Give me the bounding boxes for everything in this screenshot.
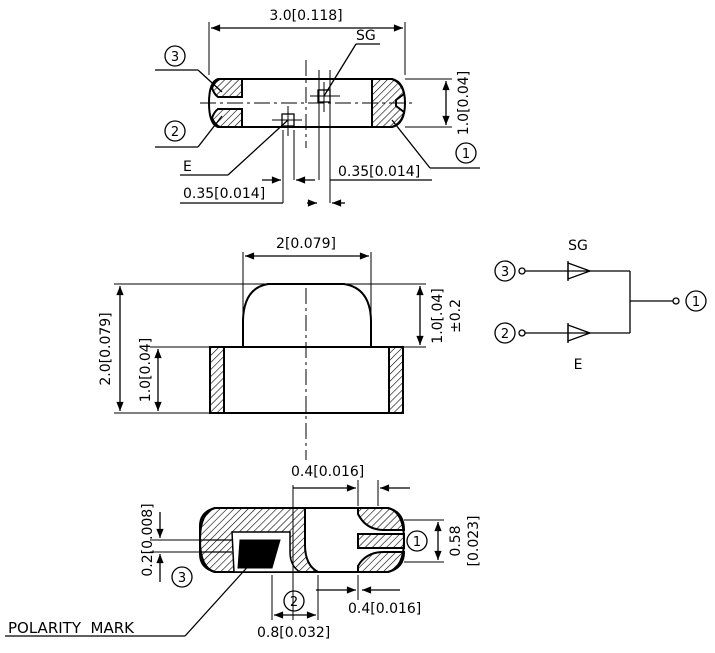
bottom-pad-right-top: [357, 507, 406, 531]
side-body-hatch-left: [209, 346, 225, 414]
bottom-pad-height-label: 0.2[0.008]: [140, 503, 156, 576]
side-lens-height-label: 1.0[.04]: [430, 288, 446, 343]
circuit-pin2-terminal: [518, 329, 526, 337]
bottom-right-height-label: 0.58: [448, 525, 464, 556]
bottom-pin1-label: 1: [413, 535, 421, 550]
side-body-height-label: 1.0[0.04]: [138, 338, 154, 402]
top-pad-upper-left: [210, 78, 243, 98]
circuit-sg-label: SG: [568, 238, 588, 254]
bottom-gap-label: 0.4[0.016]: [291, 464, 364, 480]
polarity-mark: [237, 539, 281, 569]
top-pin3-leader: [197, 69, 223, 93]
side-total-height-label: 2.0[0.079]: [98, 312, 114, 385]
circuit-pin1-circle: [685, 290, 707, 312]
bottom-right-gap-label: 0.4[0.016]: [348, 601, 421, 617]
polarity-leader: [184, 561, 253, 637]
top-pin3-label: 3: [171, 50, 179, 65]
top-pad-lower-left: [210, 108, 243, 128]
top-pad-right: [371, 78, 406, 128]
side-lens-width-label: 2[0.079]: [276, 236, 336, 252]
top-pin2-leader: [197, 115, 223, 148]
side-body-hatch-right: [388, 346, 404, 414]
bottom-width-label: 0.8[0.032]: [257, 625, 330, 641]
top-view: 3.0[0.118] SG E 1.0[0.0: [155, 8, 480, 207]
bottom-pin2-circle: [283, 590, 305, 612]
top-height-label: 1.0[0.04]: [456, 71, 472, 135]
top-pin3-circle: [164, 45, 186, 67]
polarity-mark-label: POLARITY MARK: [8, 619, 135, 637]
top-pin2-label: 2: [171, 125, 179, 140]
circuit-pin3-label: 3: [501, 265, 509, 280]
bottom-pin3-label: 3: [178, 571, 186, 586]
bottom-pad1-strip: [357, 533, 405, 549]
top-pin2-circle: [164, 120, 186, 142]
top-pin1-label: 1: [462, 147, 470, 162]
bottom-right-height-inch-label: [0.023]: [466, 515, 482, 566]
bottom-pin1-circle: [406, 530, 428, 552]
bottom-pin3-circle: [171, 566, 193, 588]
circuit-pin3-circle: [494, 260, 516, 282]
bottom-pad-right-bottom: [357, 551, 406, 573]
top-e-label: E: [183, 159, 192, 175]
top-sg-label: SG: [356, 28, 376, 44]
circuit-pin1-terminal: [672, 297, 680, 305]
circuit-pin1-label: 1: [692, 295, 700, 310]
side-view: 2[0.079] 2.0[0.079] 1.0[0.04] 1.0[.04] ±…: [98, 236, 464, 460]
circuit-pin3-terminal: [518, 267, 526, 275]
circuit-pin2-label: 2: [501, 327, 509, 342]
circuit-diagram: SG E 3 2 1: [494, 238, 707, 373]
top-pin1-circle: [455, 142, 477, 164]
top-width-label: 3.0[0.118]: [269, 8, 342, 24]
bottom-view: 0.4[0.016] 0.2[0.008] 0.58 [0.023] 0.4[0…: [5, 464, 482, 641]
circuit-pin2-circle: [494, 322, 516, 344]
bottom-pin2-label: 2: [290, 595, 298, 610]
top-pin1-leader: [391, 119, 431, 169]
top-sg-leader: [323, 43, 357, 97]
top-pad-left-label: 0.35[0.014]: [183, 186, 265, 202]
top-e-leader: [227, 119, 289, 176]
circuit-e-label: E: [574, 357, 583, 373]
side-tolerance-label: ±0.2: [448, 299, 464, 333]
side-lens: [242, 283, 372, 347]
top-pad-right-label: 0.35[0.014]: [338, 164, 420, 180]
